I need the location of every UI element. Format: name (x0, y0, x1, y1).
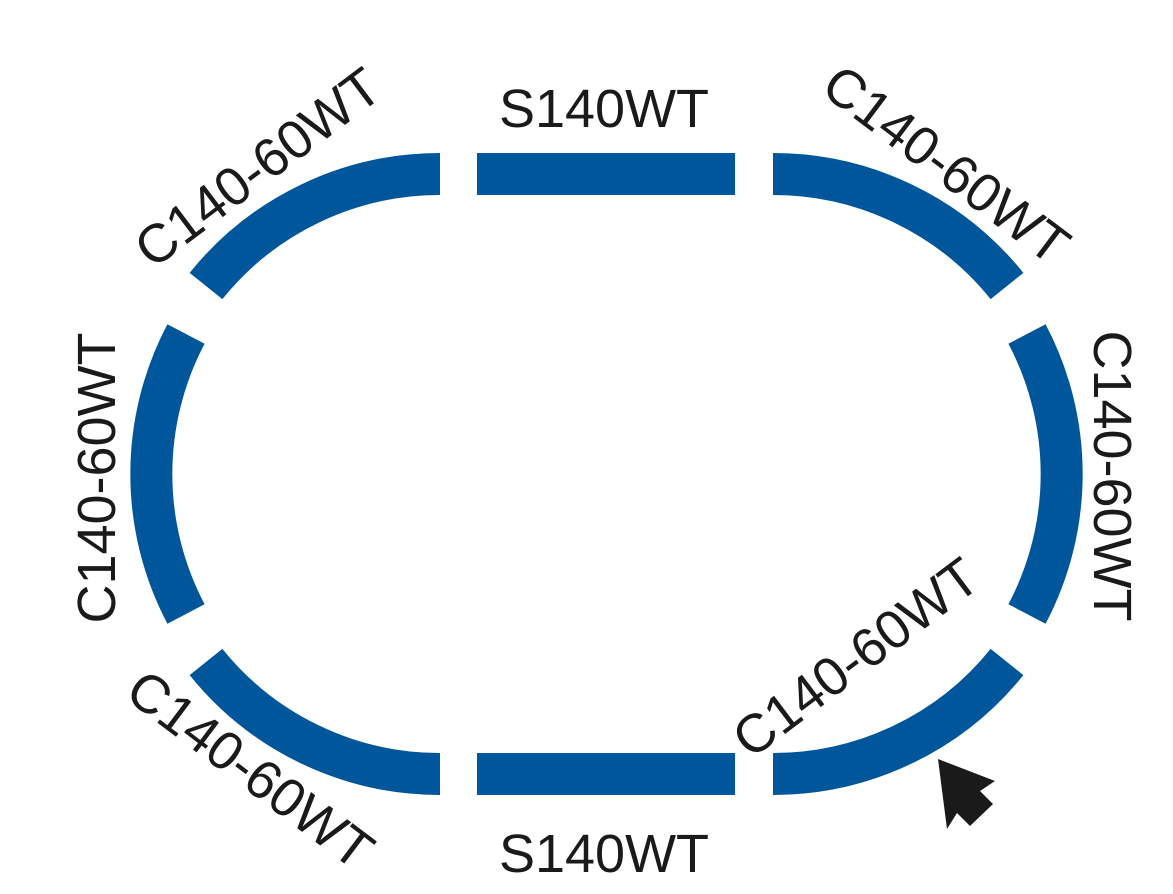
label-bottom-straight: S140WT (499, 824, 709, 884)
label-top-straight: S140WT (499, 79, 709, 139)
track-left-curve (130, 324, 205, 624)
label-right-curve: C140-60WT (1082, 330, 1142, 621)
track-bottom-right-curve (772, 648, 1024, 796)
track-bottom-left-curve (189, 648, 441, 796)
track-right-curve (1008, 324, 1083, 624)
label-left-curve: C140-60WT (67, 332, 127, 623)
track-top-right-curve (772, 152, 1024, 300)
arrow-up-left-icon (938, 759, 995, 829)
track-top-left-curve (189, 152, 441, 300)
